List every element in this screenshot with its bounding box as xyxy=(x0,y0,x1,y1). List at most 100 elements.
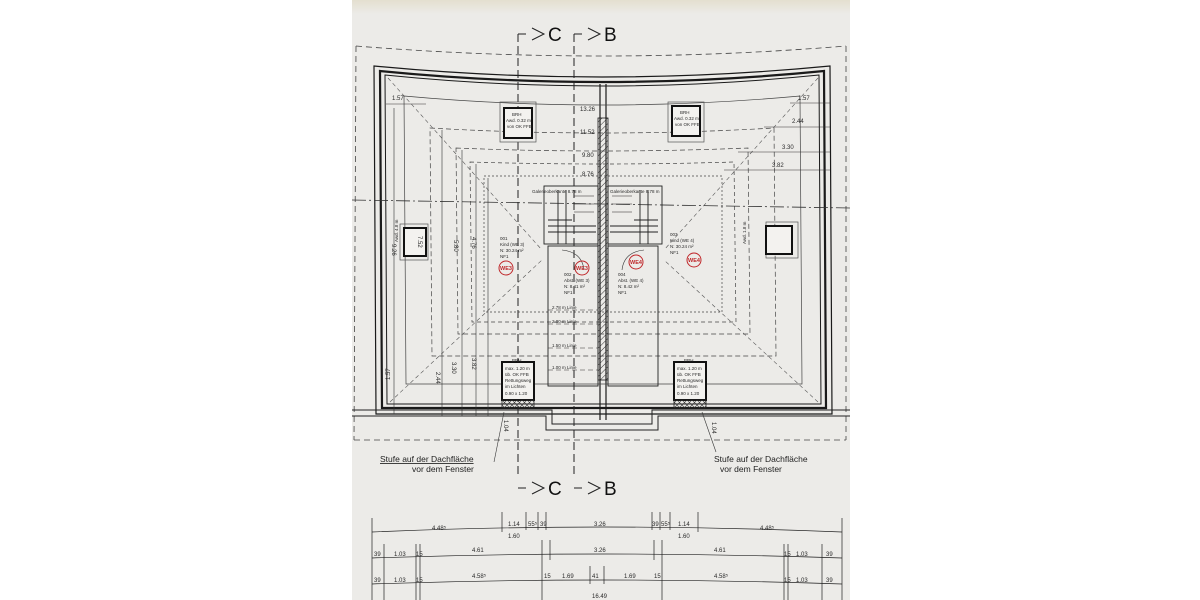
window-bottom-left: BRH max. 1.20 m üb. OK FFB Rettungsweg i… xyxy=(501,358,535,409)
svg-text:2.44: 2.44 xyxy=(792,119,804,125)
svg-text:39: 39 xyxy=(540,522,547,528)
svg-text:39: 39 xyxy=(826,552,833,558)
right-dimensions: 1.57 2.44 3.30 3.82 1.04 xyxy=(710,96,810,434)
svg-text:1.03: 1.03 xyxy=(394,552,406,558)
center-height-dimensions: 13.26 11.52 9.80 8.76 xyxy=(580,107,596,178)
window-side-left: Awd. 4.8 m 7.52 xyxy=(394,219,429,261)
svg-text:3.26: 3.26 xyxy=(594,548,606,554)
dimension-chains xyxy=(371,512,843,600)
svg-text:1.04: 1.04 xyxy=(502,420,508,432)
svg-text:Rettungsweg: Rettungsweg xyxy=(677,378,704,383)
svg-text:Awd. 0.32 m: Awd. 0.32 m xyxy=(674,116,699,121)
svg-text:003: 003 xyxy=(670,232,678,237)
svg-text:8.76: 8.76 xyxy=(582,172,594,178)
svg-text:39: 39 xyxy=(826,578,833,584)
svg-text:002: 002 xyxy=(564,272,572,277)
dimension-total: 16.49 xyxy=(592,594,608,600)
hip-lines xyxy=(387,77,819,403)
svg-text:55⁵: 55⁵ xyxy=(661,521,671,528)
floor-plan-drawing: C B C B 13.26 11.52 9.80 8.76 1.57 1.57 … xyxy=(352,25,850,600)
svg-text:4.48⁵: 4.48⁵ xyxy=(432,525,447,532)
svg-text:WE4: WE4 xyxy=(630,260,643,266)
svg-text:WE3: WE3 xyxy=(500,266,512,272)
room-003: 003 Kind (WE 4) N: 30.24 m² NF1 WE4 xyxy=(670,232,702,268)
window-top-right: BRH Awd. 0.32 m von OK FFB xyxy=(667,101,705,143)
svg-text:39: 39 xyxy=(374,552,381,558)
svg-text:3.26: 3.26 xyxy=(594,522,606,528)
room-004: 004 Abst. (WE 4) N: 8.42 m² NF1 WE4 xyxy=(618,254,644,295)
svg-text:55⁵: 55⁵ xyxy=(528,521,538,528)
svg-text:1.60: 1.60 xyxy=(508,534,520,540)
svg-text:1.57: 1.57 xyxy=(386,368,392,380)
svg-text:2.44: 2.44 xyxy=(434,372,440,384)
section-label-c-top: C xyxy=(548,25,562,46)
svg-text:Awd. 0.32 m: Awd. 0.32 m xyxy=(506,118,531,123)
window-top-left: BRH Awd. 0.32 m von OK FFB xyxy=(499,101,537,143)
svg-text:1.03: 1.03 xyxy=(796,552,808,558)
svg-text:von OK FFB: von OK FFB xyxy=(507,124,532,129)
roof-overhang-outline xyxy=(353,45,847,441)
svg-text:vor dem Fenster: vor dem Fenster xyxy=(412,464,474,474)
svg-text:4.76: 4.76 xyxy=(470,237,476,249)
height-line-labels xyxy=(548,309,598,371)
svg-text:im Lichten: im Lichten xyxy=(677,384,698,389)
svg-text:Abst. (WE 3): Abst. (WE 3) xyxy=(564,278,590,283)
svg-text:WE4: WE4 xyxy=(688,258,701,264)
svg-text:1.03: 1.03 xyxy=(394,578,406,584)
svg-text:001: 001 xyxy=(500,236,508,241)
svg-text:1.60: 1.60 xyxy=(678,534,690,540)
svg-text:1.14: 1.14 xyxy=(508,522,520,528)
svg-text:N: 8.42 m²: N: 8.42 m² xyxy=(618,284,640,289)
svg-text:Abst. (WE 4): Abst. (WE 4) xyxy=(618,278,644,283)
svg-text:BRH: BRH xyxy=(512,112,522,117)
svg-text:5.80: 5.80 xyxy=(452,240,458,252)
paper-edge xyxy=(352,0,850,14)
svg-text:1.69: 1.69 xyxy=(624,574,636,580)
svg-text:Stufe auf der Dachfläche: Stufe auf der Dachfläche xyxy=(714,454,808,464)
svg-text:0.90 x 1.20: 0.90 x 1.20 xyxy=(505,391,528,396)
svg-text:39: 39 xyxy=(374,578,381,584)
svg-text:Kind (WE 3): Kind (WE 3) xyxy=(500,242,525,247)
svg-text:15: 15 xyxy=(416,578,423,584)
svg-text:1.14: 1.14 xyxy=(678,522,690,528)
svg-text:4.58⁵: 4.58⁵ xyxy=(714,573,729,580)
svg-text:0.90 x 1.20: 0.90 x 1.20 xyxy=(677,391,700,396)
roof-step-outline xyxy=(352,409,850,431)
room-002: 002 Abst. (WE 3) N: 8.41 m² NF1 WE3 xyxy=(564,260,590,295)
svg-text:11.52: 11.52 xyxy=(580,130,595,136)
gallery-label-right: Galerieoberkante 8.78 m xyxy=(610,189,660,194)
note-right: Stufe auf der Dachfläche vor dem Fenster xyxy=(701,411,808,474)
floor-plan-photo: C B C B 13.26 11.52 9.80 8.76 1.57 1.57 … xyxy=(352,0,850,600)
height-line-200: 2.00 m Linie xyxy=(552,319,577,324)
dimension-row-3: 39 1.03 15 4.58⁵ 15 1.69 41 1.69 15 4.58… xyxy=(374,573,833,584)
svg-text:1.04: 1.04 xyxy=(710,422,716,434)
svg-text:Awd. 4.8 m: Awd. 4.8 m xyxy=(394,219,399,242)
svg-text:BRH: BRH xyxy=(680,110,690,115)
svg-text:N: 30.24 m²: N: 30.24 m² xyxy=(670,244,694,249)
window-bottom-right: BRH max. 1.20 m üb. OK FFB Rettungsweg i… xyxy=(673,358,707,409)
section-line-C xyxy=(517,34,575,478)
svg-text:Kind (WE 4): Kind (WE 4) xyxy=(670,238,695,243)
height-contours xyxy=(403,95,803,385)
section-label-b-top: B xyxy=(604,25,617,46)
svg-text:NF1: NF1 xyxy=(618,290,627,295)
svg-text:4.48⁵: 4.48⁵ xyxy=(760,525,775,532)
svg-text:004: 004 xyxy=(618,272,626,277)
svg-text:von OK FFB: von OK FFB xyxy=(675,122,700,127)
svg-text:1.03: 1.03 xyxy=(796,578,808,584)
party-wall xyxy=(597,84,609,420)
svg-text:vor dem Fenster: vor dem Fenster xyxy=(720,464,782,474)
svg-text:3.30: 3.30 xyxy=(782,145,794,151)
svg-text:N: 30.24 m²: N: 30.24 m² xyxy=(500,248,524,253)
note-left: Stufe auf der Dachfläche vor dem Fenster xyxy=(380,411,505,474)
svg-text:39: 39 xyxy=(652,522,659,528)
svg-text:1.57: 1.57 xyxy=(392,96,404,102)
svg-text:15: 15 xyxy=(654,574,661,580)
svg-text:üb. OK FFB: üb. OK FFB xyxy=(505,372,529,377)
svg-text:im Lichten: im Lichten xyxy=(505,384,526,389)
svg-text:WE3: WE3 xyxy=(576,266,588,272)
svg-text:15: 15 xyxy=(784,578,791,584)
svg-text:Rettungsweg: Rettungsweg xyxy=(505,378,532,383)
svg-text:15: 15 xyxy=(416,552,423,558)
stair-core-left xyxy=(543,185,599,387)
